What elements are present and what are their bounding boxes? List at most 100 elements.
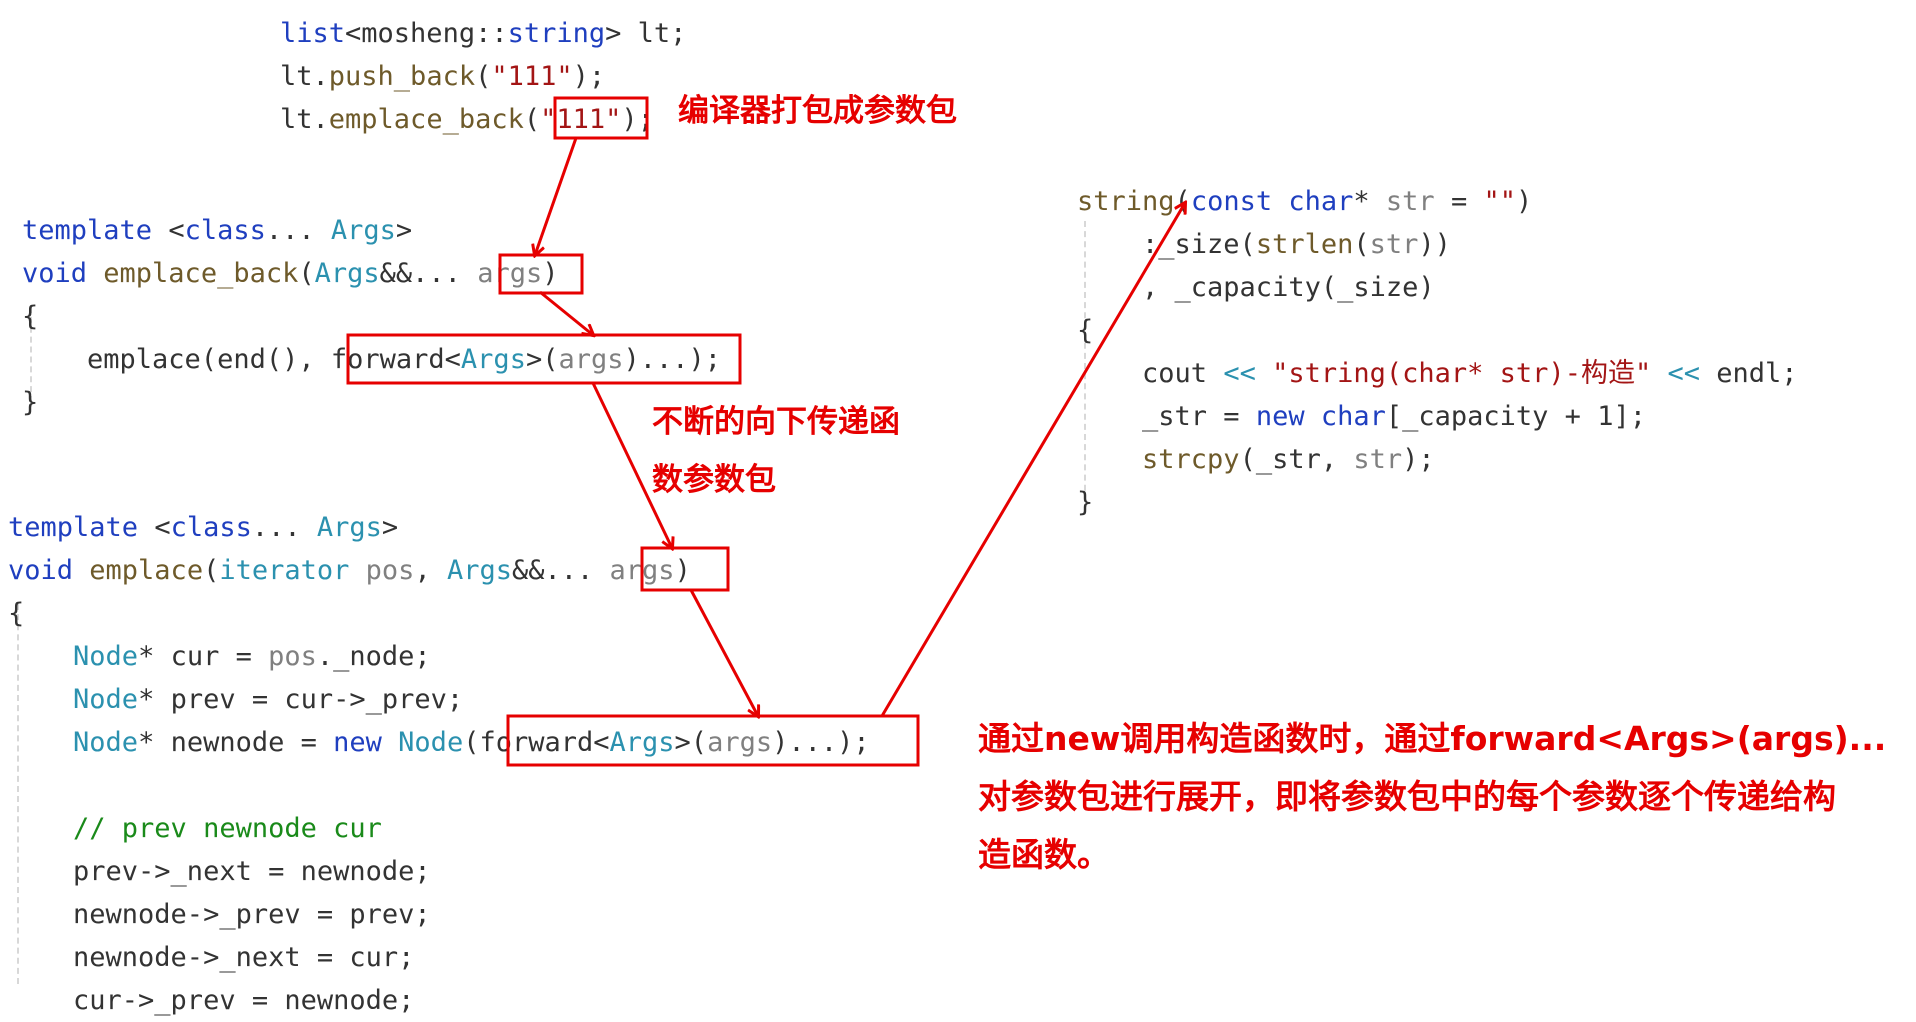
- code-token: (forward<: [463, 727, 610, 758]
- code-token: (: [523, 104, 541, 135]
- code-line: newnode->_prev = prev;: [8, 893, 870, 936]
- code-token: Args: [316, 512, 382, 543]
- code-token: str: [1369, 229, 1419, 260]
- code-token: char: [1288, 186, 1354, 217]
- code-token: args: [558, 344, 624, 375]
- code-line: void emplace(iterator pos, Args&&... arg…: [8, 549, 870, 592]
- highlight-box-args-emplace-back: [498, 253, 584, 295]
- annotation-overlay: [346, 96, 1916, 767]
- code-token: pos: [365, 555, 415, 586]
- code-token: "": [1483, 186, 1516, 217]
- code-token: class: [170, 512, 252, 543]
- code-token: endl;: [1716, 358, 1798, 389]
- code-token: str: [1353, 444, 1403, 475]
- code-line: cur->_prev = newnode;: [8, 979, 870, 1022]
- code-token: , _capacity(_size): [1077, 272, 1435, 303]
- annotation-expand-line2: 对参数包进行展开，即将参数包中的每个参数逐个传递给构: [978, 777, 1836, 816]
- code-line: // prev newnode cur: [8, 807, 870, 850]
- code-line: strcpy(_str, str);: [1077, 438, 1798, 481]
- code-token: push_back: [328, 61, 476, 92]
- code-token: new: [1255, 401, 1321, 432]
- code-token: (: [298, 258, 315, 289]
- code-line: void emplace_back(Args&&... args): [22, 252, 721, 295]
- code-token: (_str,: [1239, 444, 1354, 475]
- indent-guide: [17, 604, 19, 984]
- code-token: Node: [73, 641, 139, 672]
- code-token: ): [1515, 186, 1533, 217]
- highlight-box-string-literal: [553, 96, 649, 140]
- code-token: Args: [314, 258, 380, 289]
- annotation-pack: 编译器打包成参数包: [678, 93, 957, 129]
- code-line: {: [8, 592, 870, 635]
- code-token: cout: [1077, 358, 1224, 389]
- code-token: cur->_prev = newnode;: [8, 985, 415, 1016]
- code-token: Args: [330, 215, 396, 246]
- annotation-forward: 不断的向下传递函 数参数包: [652, 393, 900, 509]
- code-token: <mosheng::: [345, 18, 508, 49]
- code-token: <<: [1651, 358, 1717, 389]
- code-token: char: [1320, 401, 1386, 432]
- arrow-new-node-to-string-ctor: [880, 203, 1185, 717]
- code-token: *: [1353, 186, 1386, 217]
- code-token: {: [8, 598, 25, 629]
- code-token: ,: [414, 555, 447, 586]
- code-token: ._node;: [316, 641, 431, 672]
- code-token: (: [203, 555, 220, 586]
- code-token: str: [1385, 186, 1435, 217]
- code-token: )): [1418, 229, 1451, 260]
- code-line: {: [1077, 309, 1798, 352]
- code-token: }: [1077, 487, 1094, 518]
- code-token: );: [1402, 444, 1435, 475]
- code-line: Node* newnode = new Node(forward<Args>(a…: [8, 721, 870, 764]
- code-token: }: [22, 387, 39, 418]
- code-line: Node* prev = cur->_prev;: [8, 678, 870, 721]
- code-token: emplace(end(),: [22, 344, 331, 375]
- code-token: )...);: [772, 727, 870, 758]
- code-token: lt.: [280, 104, 329, 135]
- arrow-emplace-args-to-new-node: [689, 589, 758, 716]
- code-line: Node* cur = pos._node;: [8, 635, 870, 678]
- code-token: Args: [446, 555, 512, 586]
- code-token: > lt;: [605, 18, 687, 49]
- code-token: Node: [73, 727, 139, 758]
- code-token: * cur =: [138, 641, 269, 672]
- code-token: template: [22, 215, 169, 246]
- code-block-list-usage: list<mosheng::string> lt;lt. push_back( "1…: [280, 12, 686, 141]
- code-line: {: [22, 295, 721, 338]
- code-token: "111": [491, 61, 573, 92]
- annotation-expand: 通过new调用构造函数时，通过forward<Args>(args)... 对参…: [978, 710, 1886, 884]
- code-token: args: [477, 258, 543, 289]
- code-line: cout << "string(char* str)-构造" << endl;: [1077, 352, 1798, 395]
- code-token: emplace_back: [328, 104, 524, 135]
- code-token: void: [22, 258, 104, 289]
- code-token: Args: [460, 344, 526, 375]
- code-token: strcpy: [1142, 444, 1240, 475]
- code-line: prev->_next = newnode;: [8, 850, 870, 893]
- code-token: "string(char* str)-构造": [1272, 358, 1652, 389]
- code-token: ...: [265, 215, 331, 246]
- code-token: <: [168, 215, 185, 246]
- code-token: <: [154, 512, 171, 543]
- code-token: >: [381, 512, 399, 543]
- annotation-expand-line1: 通过new调用构造函数时，通过forward<Args>(args)...: [978, 719, 1887, 758]
- indent-guide: [30, 307, 32, 402]
- code-token: &&...: [511, 555, 610, 586]
- code-token: string: [507, 18, 606, 49]
- code-token: emplace_back: [103, 258, 299, 289]
- code-token: );: [621, 104, 654, 135]
- code-token: * prev = cur->_prev;: [138, 684, 464, 715]
- code-token: // prev newnode cur: [8, 813, 382, 844]
- code-block-emplace: template <class... Args>void emplace(ite…: [8, 506, 870, 1022]
- code-token: Args: [609, 727, 675, 758]
- code-token: const: [1190, 186, 1289, 217]
- code-token: emplace: [89, 555, 204, 586]
- code-token: [_capacity + 1];: [1385, 401, 1646, 432]
- code-block-string-constructor: string(const char* str = "") :_size(strl…: [1077, 180, 1798, 524]
- code-token: ): [674, 555, 691, 586]
- code-block-emplace-back: template <class... Args>void emplace_bac…: [22, 209, 721, 424]
- code-token: pos: [268, 641, 317, 672]
- code-token: (: [1353, 229, 1370, 260]
- code-token: )...);: [623, 344, 722, 375]
- code-token: list: [280, 18, 346, 49]
- code-token: =: [1434, 186, 1484, 217]
